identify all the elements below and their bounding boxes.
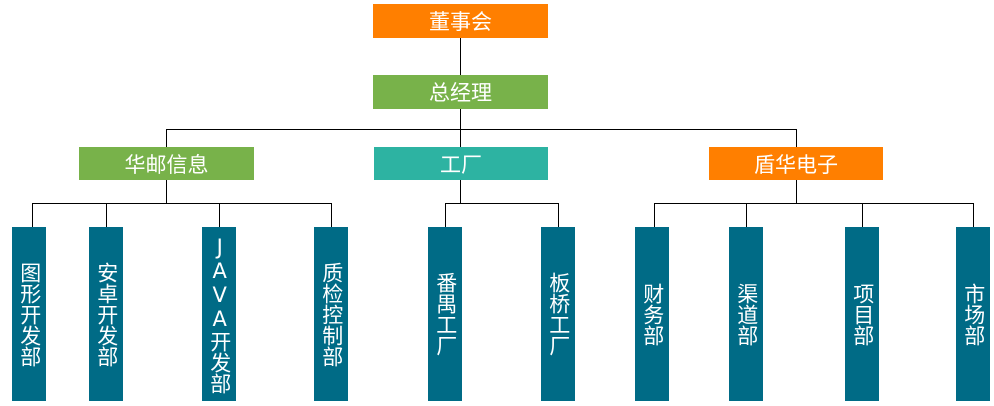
node-division-dunhua-label: 盾华电子 — [754, 152, 838, 177]
node-dept-project: 项目部 — [845, 227, 879, 401]
node-dept-android-dev-label: 安卓开发部 — [94, 261, 119, 367]
node-dept-java-dev: JAVA开发部 — [202, 227, 236, 401]
node-dept-quality-control: 质检控制部 — [314, 227, 348, 401]
node-dept-banqiao-factory-label: 板桥工厂 — [546, 272, 571, 356]
node-division-huayou-label: 华邮信息 — [124, 152, 209, 177]
node-dept-graphics-dev: 图形开发部 — [12, 227, 46, 401]
node-division-huayou: 华邮信息 — [79, 147, 254, 180]
node-general-manager: 总经理 — [373, 75, 548, 109]
node-board-of-directors-label: 董事会 — [429, 10, 492, 34]
node-dept-channel: 渠道部 — [729, 227, 763, 401]
node-dept-graphics-dev-label: 图形开发部 — [17, 261, 42, 367]
node-dept-finance-label: 财务部 — [640, 282, 665, 346]
node-dept-java-dev-label: JAVA开发部 — [207, 234, 232, 394]
node-board-of-directors: 董事会 — [373, 4, 548, 38]
node-dept-marketing: 市场部 — [956, 227, 990, 401]
node-dept-project-label: 项目部 — [850, 282, 875, 346]
node-dept-marketing-label: 市场部 — [961, 282, 986, 346]
node-dept-panyu-factory: 番禺工厂 — [428, 227, 462, 401]
node-division-dunhua: 盾华电子 — [709, 147, 883, 180]
node-dept-panyu-factory-label: 番禺工厂 — [433, 272, 458, 356]
node-dept-finance: 财务部 — [635, 227, 669, 401]
node-general-manager-label: 总经理 — [429, 81, 492, 105]
node-dept-channel-label: 渠道部 — [734, 282, 759, 346]
node-dept-quality-control-label: 质检控制部 — [319, 261, 344, 367]
node-dept-android-dev: 安卓开发部 — [89, 227, 123, 401]
node-dept-banqiao-factory: 板桥工厂 — [541, 227, 575, 401]
node-division-factory-label: 工厂 — [440, 152, 482, 177]
node-division-factory: 工厂 — [374, 147, 548, 180]
